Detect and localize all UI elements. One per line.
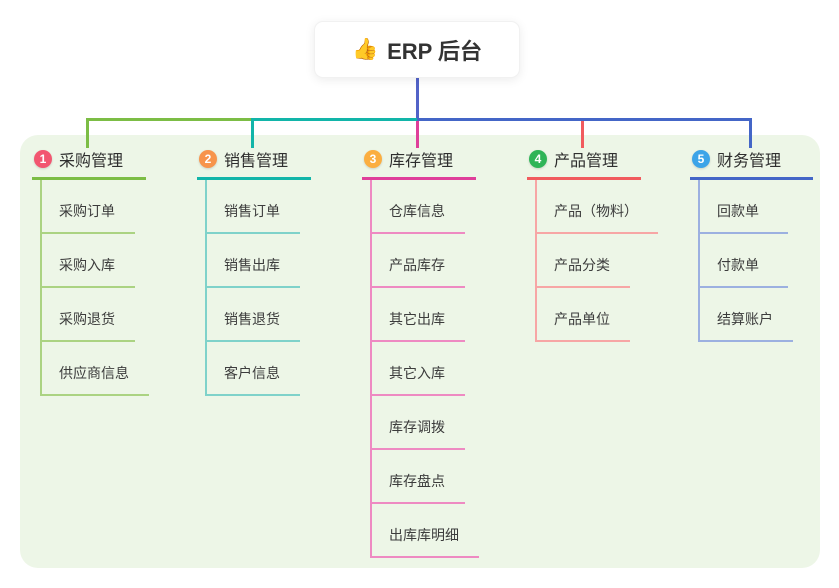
canvas-panel bbox=[20, 135, 820, 568]
topic-node[interactable]: 库存盘点 bbox=[372, 471, 465, 504]
topic-row: 仓库信息 bbox=[372, 180, 479, 234]
branch-purchase-management: 1 采购管理 采购订单 采购入库 采购退货 供应商信息 bbox=[32, 146, 149, 396]
branch-sales-management: 2 销售管理 销售订单 销售出库 销售退货 客户信息 bbox=[197, 146, 311, 396]
topic-node[interactable]: 采购入库 bbox=[42, 255, 135, 288]
topic-row: 回款单 bbox=[700, 180, 813, 234]
branch-node-purchase[interactable]: 1 采购管理 bbox=[32, 146, 146, 180]
branch-children: 采购订单 采购入库 采购退货 供应商信息 bbox=[40, 180, 149, 396]
topic-node[interactable]: 产品库存 bbox=[372, 255, 465, 288]
branch-number-badge: 5 bbox=[692, 150, 710, 168]
topic-row: 产品单位 bbox=[537, 288, 658, 342]
topic-node[interactable]: 采购订单 bbox=[42, 201, 135, 234]
branch-number-badge: 3 bbox=[364, 150, 382, 168]
branch-node-sales[interactable]: 2 销售管理 bbox=[197, 146, 311, 180]
connector-drop-sales bbox=[251, 118, 254, 148]
topic-row: 库存调拨 bbox=[372, 396, 479, 450]
topic-row: 产品分类 bbox=[537, 234, 658, 288]
root-title: ERP 后台 bbox=[387, 38, 483, 64]
connector-drop-purchase bbox=[86, 118, 89, 148]
topic-node[interactable]: 产品单位 bbox=[537, 309, 630, 342]
branch-label: 采购管理 bbox=[59, 153, 124, 170]
branch-label: 产品管理 bbox=[554, 153, 619, 170]
branch-finance-management: 5 财务管理 回款单 付款单 结算账户 bbox=[690, 146, 813, 342]
branch-children: 销售订单 销售出库 销售退货 客户信息 bbox=[205, 180, 311, 396]
topic-row: 客户信息 bbox=[207, 342, 311, 396]
branch-children: 仓库信息 产品库存 其它出库 其它入库 库存调拨 库存盘点 出库库明细 bbox=[370, 180, 479, 558]
topic-node[interactable]: 其它出库 bbox=[372, 309, 465, 342]
topic-node[interactable]: 产品（物料） bbox=[537, 201, 658, 234]
branch-children: 回款单 付款单 结算账户 bbox=[698, 180, 813, 342]
thumbs-up-icon: 👍 bbox=[351, 37, 379, 61]
topic-node[interactable]: 销售订单 bbox=[207, 201, 300, 234]
topic-node[interactable]: 库存调拨 bbox=[372, 417, 465, 450]
topic-node[interactable]: 回款单 bbox=[700, 201, 788, 234]
topic-row: 采购入库 bbox=[42, 234, 149, 288]
topic-node[interactable]: 销售退货 bbox=[207, 309, 300, 342]
topic-node[interactable]: 其它入库 bbox=[372, 363, 465, 396]
topic-row: 采购订单 bbox=[42, 180, 149, 234]
topic-node[interactable]: 产品分类 bbox=[537, 255, 630, 288]
topic-row: 出库库明细 bbox=[372, 504, 479, 558]
topic-row: 库存盘点 bbox=[372, 450, 479, 504]
topic-node[interactable]: 仓库信息 bbox=[372, 201, 465, 234]
connector-drop-inventory bbox=[416, 121, 419, 148]
topic-row: 销售出库 bbox=[207, 234, 311, 288]
topic-node[interactable]: 结算账户 bbox=[700, 309, 793, 342]
topic-row: 销售订单 bbox=[207, 180, 311, 234]
topic-node[interactable]: 采购退货 bbox=[42, 309, 135, 342]
connector-trunk-right bbox=[417, 118, 752, 121]
branch-number-badge: 4 bbox=[529, 150, 547, 168]
root-node[interactable]: 👍 ERP 后台 bbox=[314, 21, 520, 78]
branch-number-badge: 1 bbox=[34, 150, 52, 168]
branch-node-finance[interactable]: 5 财务管理 bbox=[690, 146, 813, 180]
branch-node-inventory[interactable]: 3 库存管理 bbox=[362, 146, 476, 180]
branch-label: 财务管理 bbox=[717, 153, 782, 170]
connector-root-drop bbox=[416, 78, 419, 120]
topic-row: 产品库存 bbox=[372, 234, 479, 288]
connector-trunk-middle bbox=[251, 118, 417, 121]
connector-drop-product bbox=[581, 121, 584, 148]
topic-node[interactable]: 客户信息 bbox=[207, 363, 300, 396]
topic-node[interactable]: 付款单 bbox=[700, 255, 788, 288]
topic-row: 采购退货 bbox=[42, 288, 149, 342]
topic-node[interactable]: 出库库明细 bbox=[372, 525, 479, 558]
connector-trunk-left bbox=[86, 118, 253, 121]
branch-label: 库存管理 bbox=[389, 153, 454, 170]
branch-label: 销售管理 bbox=[224, 153, 289, 170]
topic-row: 其它入库 bbox=[372, 342, 479, 396]
topic-row: 供应商信息 bbox=[42, 342, 149, 396]
topic-row: 其它出库 bbox=[372, 288, 479, 342]
branch-number-badge: 2 bbox=[199, 150, 217, 168]
topic-row: 结算账户 bbox=[700, 288, 813, 342]
topic-row: 付款单 bbox=[700, 234, 813, 288]
topic-row: 产品（物料） bbox=[537, 180, 658, 234]
connector-drop-finance bbox=[749, 118, 752, 148]
topic-node[interactable]: 销售出库 bbox=[207, 255, 300, 288]
branch-children: 产品（物料） 产品分类 产品单位 bbox=[535, 180, 658, 342]
branch-product-management: 4 产品管理 产品（物料） 产品分类 产品单位 bbox=[527, 146, 658, 342]
topic-node[interactable]: 供应商信息 bbox=[42, 363, 149, 396]
branch-inventory-management: 3 库存管理 仓库信息 产品库存 其它出库 其它入库 库存调拨 库存盘点 出库库… bbox=[362, 146, 479, 558]
topic-row: 销售退货 bbox=[207, 288, 311, 342]
branch-node-product[interactable]: 4 产品管理 bbox=[527, 146, 641, 180]
